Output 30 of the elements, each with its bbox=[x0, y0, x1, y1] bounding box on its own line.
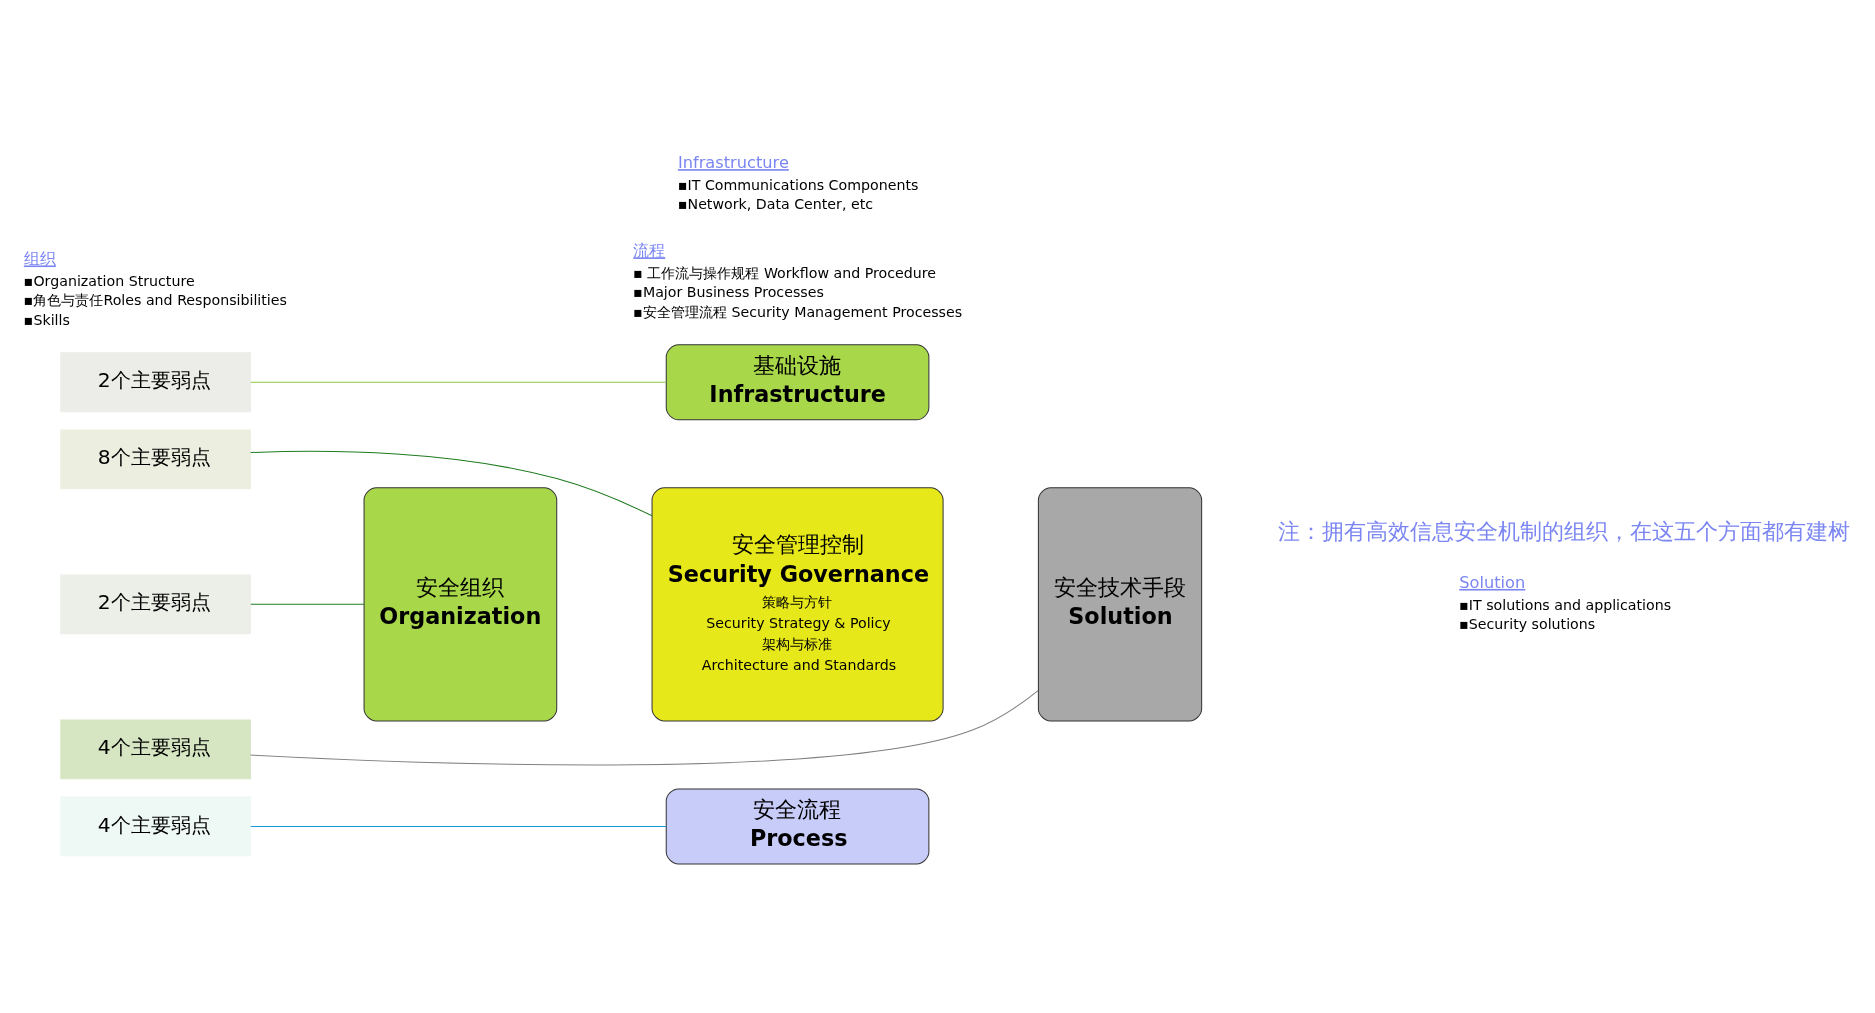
connector bbox=[250, 603, 365, 605]
label: ▪Major Business Processes bbox=[633, 283, 824, 300]
node-box: 安全流程 Process bbox=[665, 787, 930, 864]
node-box: 2个主要弱点 bbox=[60, 351, 251, 412]
connector bbox=[250, 450, 653, 516]
node-box: 8个主要弱点 bbox=[60, 428, 251, 489]
label: Infrastructure bbox=[677, 152, 789, 172]
node-box: 4个主要弱点 bbox=[60, 718, 251, 779]
label: ▪Network, Data Center, etc bbox=[677, 195, 874, 212]
label: ▪Skills bbox=[23, 311, 70, 328]
label: ▪Security solutions bbox=[1459, 615, 1596, 632]
node-box: 4个主要弱点 bbox=[60, 796, 251, 856]
label: 流程 bbox=[633, 240, 666, 260]
connector bbox=[250, 689, 1039, 765]
label: 组织 bbox=[23, 248, 56, 268]
connector bbox=[250, 381, 667, 383]
node-box: 安全管理控制 Security Governance 策略与方针 Security Strategy & Policy 架构与标准 Architecture and Standards bbox=[651, 486, 944, 721]
node-box: 2个主要弱点 bbox=[60, 573, 251, 634]
label: 注：拥有高效信息安全机制的组织，在这五个方面都有建树 bbox=[1277, 517, 1850, 544]
node-box: 基础设施 Infrastructure bbox=[665, 343, 930, 420]
label: ▪ 工作流与操作规程 Workflow and Procedure bbox=[633, 264, 937, 281]
label: ▪Organization Structure bbox=[23, 272, 195, 289]
connector bbox=[250, 825, 667, 827]
node-box: 安全组织 Organization bbox=[363, 486, 558, 721]
label: Solution bbox=[1459, 572, 1526, 592]
label: ▪安全管理流程 Security Management Processes bbox=[633, 303, 963, 320]
node-box: 安全技术手段 Solution bbox=[1037, 486, 1203, 721]
label: ▪角色与责任Roles and Responsibilities bbox=[23, 291, 287, 308]
label: ▪IT solutions and applications bbox=[1459, 596, 1672, 613]
label: ▪IT Communications Components bbox=[677, 176, 919, 193]
